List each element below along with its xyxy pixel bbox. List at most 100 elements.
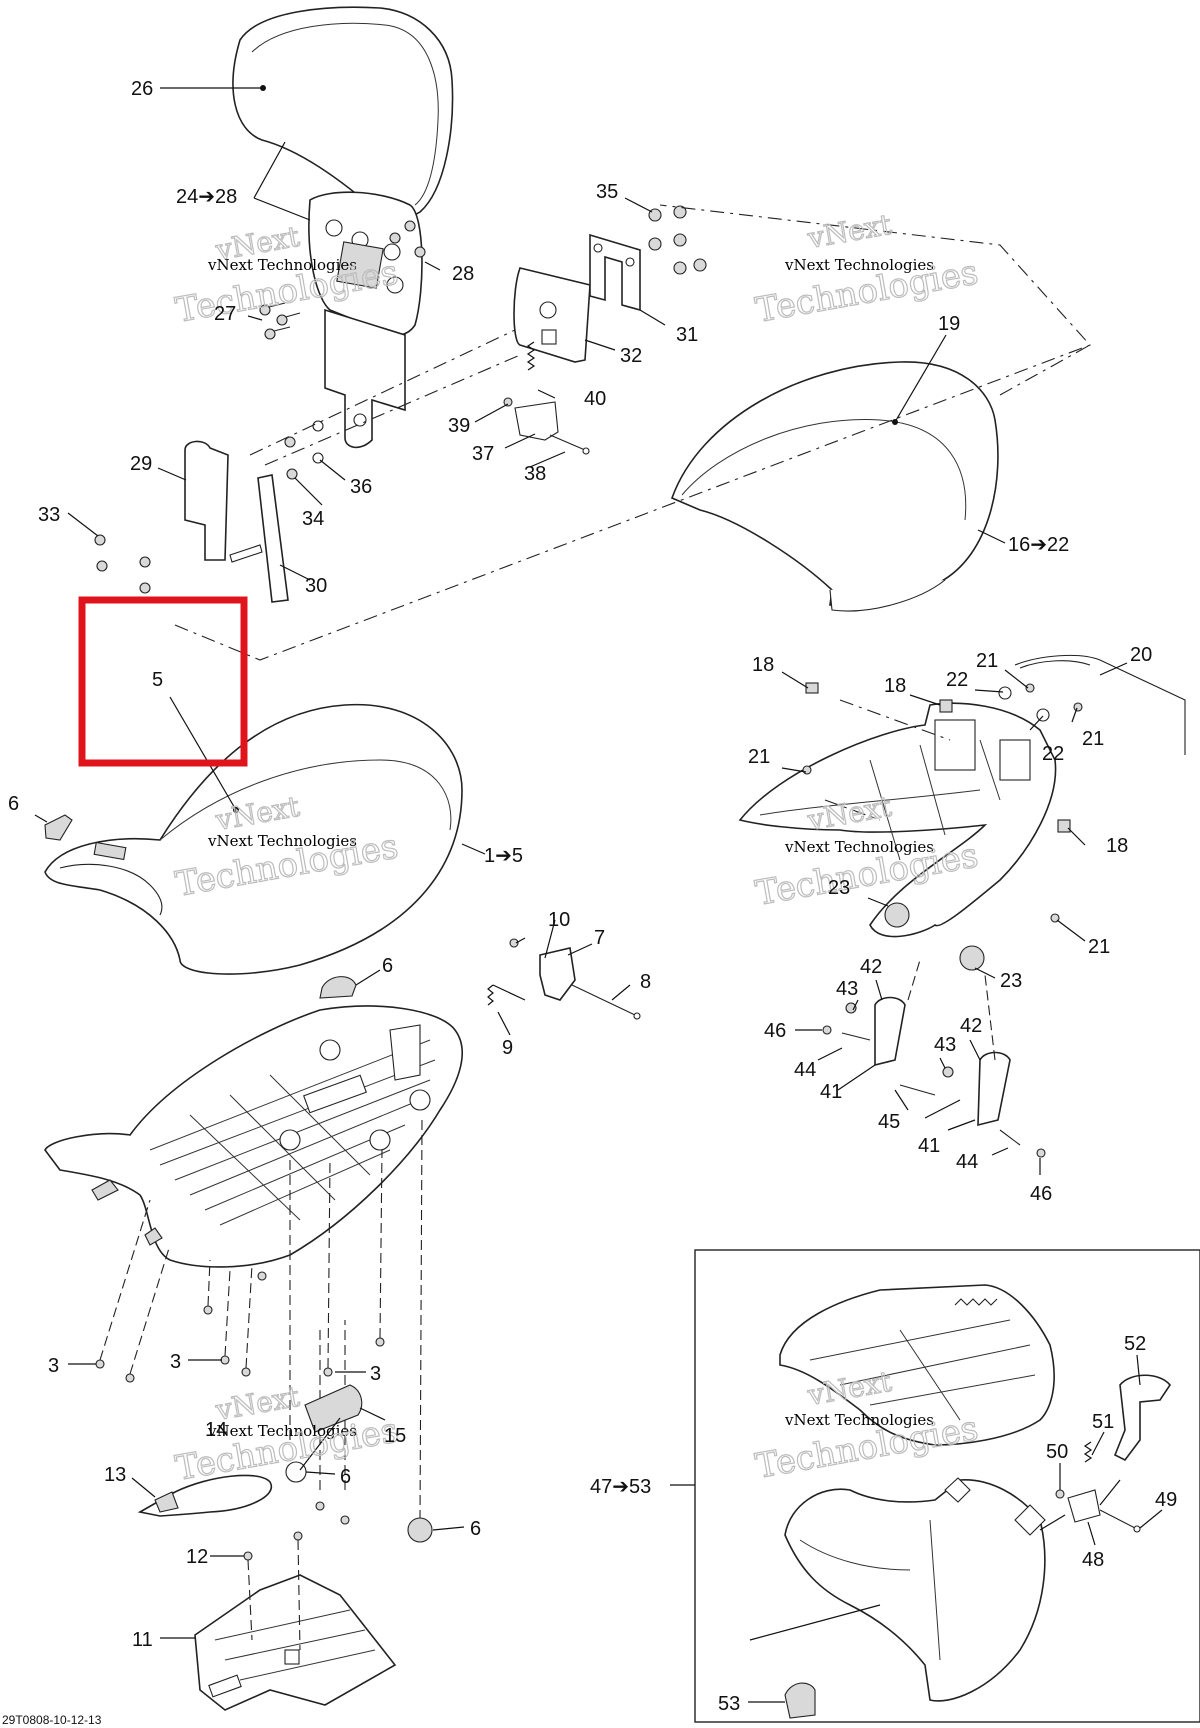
- callout-14: 14: [205, 1419, 227, 1441]
- callout-11: 11: [132, 1629, 153, 1651]
- svg-text:vNext Technologies: vNext Technologies: [207, 1422, 357, 1440]
- callout-53: 53: [718, 1693, 740, 1715]
- callout-48: 48: [1082, 1549, 1104, 1571]
- support-bracket-29-part: [184, 440, 229, 561]
- callout-38: 38: [524, 463, 546, 485]
- callout-21-bottom: 21: [1088, 936, 1110, 958]
- backrest-cushion-part: [232, 6, 454, 218]
- callout-41-right: 41: [918, 1135, 940, 1157]
- callout-1-5: 1➔5: [484, 845, 523, 867]
- callout-10: 10: [548, 909, 570, 931]
- callout-21-right: 21: [1082, 728, 1104, 750]
- leader-lines: [34, 85, 1163, 1703]
- callout-24-28: 24➔28: [176, 186, 237, 208]
- svg-text:vNext Technologies: vNext Technologies: [784, 256, 934, 274]
- callout-43-right: 43: [934, 1034, 956, 1056]
- cover-52-part: [1113, 1374, 1171, 1462]
- callout-9: 9: [502, 1037, 513, 1059]
- callout-6-bottom: 6: [470, 1518, 481, 1540]
- callout-19: 19: [938, 313, 960, 335]
- callout-46-right: 46: [1030, 1183, 1052, 1205]
- svg-text:vNext Technologies: vNext Technologies: [784, 1411, 934, 1429]
- callout-31: 31: [676, 324, 698, 346]
- nuts-35-group: [648, 205, 707, 275]
- callout-21-left: 21: [748, 746, 770, 768]
- callout-46-left: 46: [764, 1020, 786, 1042]
- reference-code: 29T0808-10-12-13: [2, 1713, 102, 1727]
- callout-6-mid: 6: [382, 955, 393, 977]
- svg-text:vNext Technologies: vNext Technologies: [207, 256, 357, 274]
- callout-39: 39: [448, 415, 470, 437]
- callout-42-left: 42: [860, 956, 882, 978]
- pad-14-15-part: [304, 1384, 363, 1433]
- callout-26: 26: [131, 78, 153, 100]
- callout-49: 49: [1155, 1489, 1177, 1511]
- callout-35: 35: [596, 181, 618, 203]
- callout-7: 7: [594, 927, 605, 949]
- callout-33: 33: [38, 504, 60, 526]
- callout-23-right: 23: [1000, 970, 1022, 992]
- callout-15: 15: [384, 1425, 406, 1447]
- callout-22-right: 22: [1042, 743, 1064, 765]
- callout-50: 50: [1046, 1441, 1068, 1463]
- screws-27-group: [259, 302, 301, 340]
- svg-text:vNext: vNext: [805, 208, 895, 255]
- callout-27: 27: [214, 303, 236, 325]
- callout-51: 51: [1092, 1411, 1114, 1433]
- callout-30: 30: [305, 575, 327, 597]
- callout-43-left: 43: [836, 978, 858, 1000]
- callout-23-left: 23: [828, 877, 850, 899]
- callout-18-top: 18: [752, 654, 774, 676]
- rear-seat-cushion-part: [670, 361, 999, 608]
- callout-labels: 26 24➔28 28 27 35 31 32 40 39 37 38 19 2…: [8, 78, 1177, 1715]
- callout-13: 13: [104, 1464, 126, 1486]
- callout-3-left: 3: [48, 1355, 59, 1377]
- grab-bar-20-part: [1014, 654, 1186, 755]
- callout-29: 29: [130, 453, 152, 475]
- callout-47-53: 47➔53: [590, 1476, 651, 1498]
- callout-20: 20: [1130, 644, 1152, 666]
- callout-44-left: 44: [794, 1059, 816, 1081]
- post-41-42-right-part: [977, 1051, 1011, 1127]
- callout-32: 32: [620, 345, 642, 367]
- latch-part: [514, 401, 559, 441]
- callout-6-lower: 6: [340, 1466, 351, 1488]
- inset-box-47-53: [694, 1249, 1200, 1723]
- callout-36: 36: [350, 476, 372, 498]
- bumper-6b-part: [319, 976, 357, 999]
- callout-28: 28: [452, 263, 474, 285]
- callout-41-left: 41: [820, 1081, 842, 1103]
- callout-45: 45: [878, 1111, 900, 1133]
- callout-42-right: 42: [960, 1015, 982, 1037]
- callout-8: 8: [640, 971, 651, 993]
- callout-21-top: 21: [976, 650, 998, 672]
- callout-5: 5: [152, 669, 163, 691]
- storage-tub-part: [784, 1479, 1046, 1702]
- callout-3-mid: 3: [170, 1351, 181, 1373]
- svg-text:vNext Technologies: vNext Technologies: [207, 832, 357, 850]
- callout-52: 52: [1124, 1333, 1146, 1355]
- callout-34: 34: [302, 508, 324, 530]
- highlight-box: [78, 596, 248, 767]
- callout-40: 40: [584, 388, 606, 410]
- callout-18-mid: 18: [884, 675, 906, 697]
- callout-18-right: 18: [1106, 835, 1128, 857]
- callout-6-left: 6: [8, 793, 19, 815]
- support-bracket-30-part: [257, 474, 289, 603]
- post-41-42-left-part: [874, 996, 906, 1067]
- hinge-bracket-part: [589, 233, 641, 312]
- luggage-rack-frame-part: [738, 702, 1057, 938]
- callout-44-right: 44: [956, 1151, 978, 1173]
- callout-16-22: 16➔22: [1008, 534, 1069, 556]
- screws-3-group: [95, 1271, 385, 1383]
- bumper-6-part: [44, 814, 73, 841]
- latch-48-part: [1067, 1489, 1101, 1523]
- bottom-bracket-11-part: [194, 1574, 397, 1711]
- callout-37: 37: [472, 443, 494, 465]
- callout-12: 12: [186, 1546, 208, 1568]
- callout-22-top: 22: [946, 669, 968, 691]
- callout-3-right: 3: [370, 1363, 381, 1385]
- svg-text:vNext Technologies: vNext Technologies: [784, 838, 934, 856]
- latch-bracket-7-part: [539, 947, 576, 1001]
